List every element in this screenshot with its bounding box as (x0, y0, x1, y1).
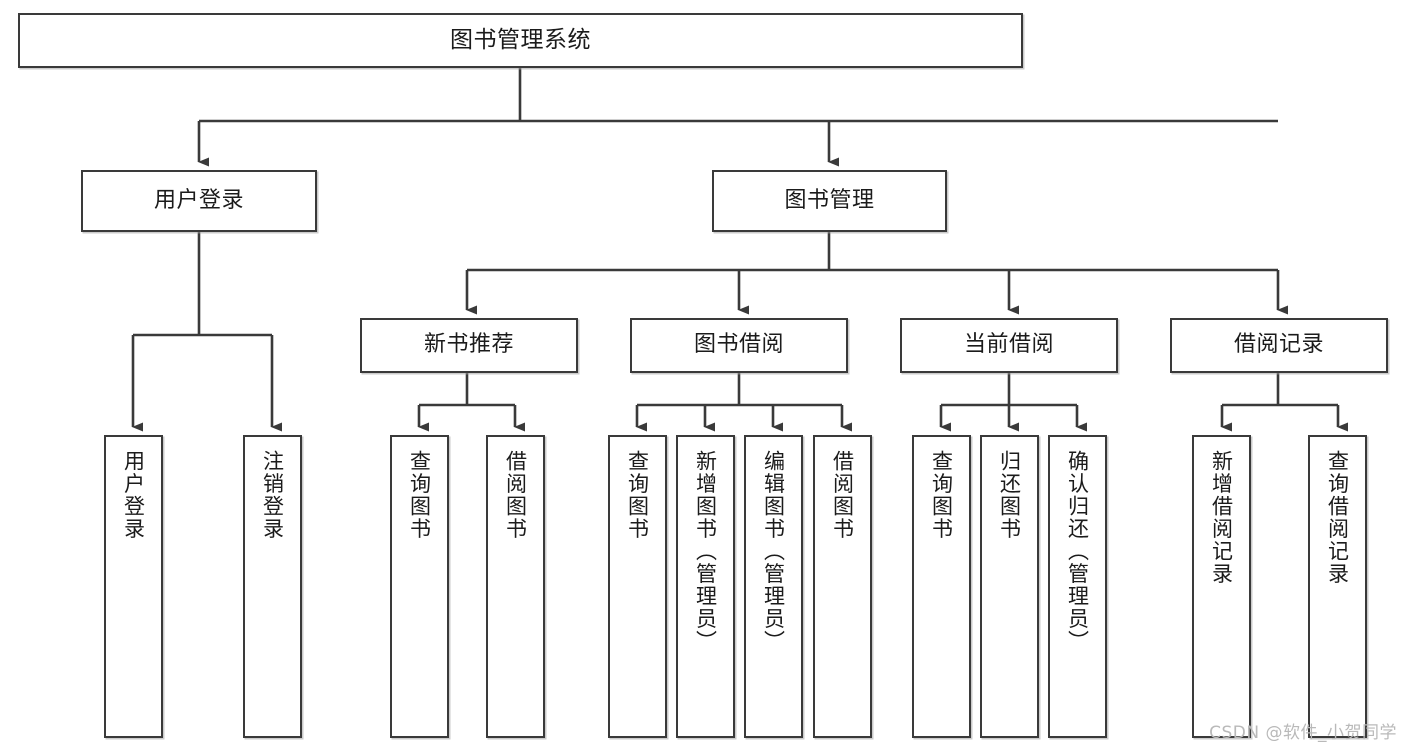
node-leaf-edit-book[interactable]: 编辑图书（管理员） (744, 435, 803, 738)
node-leaf-query-book-3-label: 查询图书 (929, 450, 954, 540)
node-borrow-record[interactable]: 借阅记录 (1170, 318, 1388, 373)
node-leaf-borrow-book-1-label: 借阅图书 (503, 450, 528, 540)
node-leaf-confirm-return[interactable]: 确认归还（管理员） (1048, 435, 1107, 738)
node-leaf-query-book-3[interactable]: 查询图书 (912, 435, 971, 738)
node-leaf-edit-book-label: 编辑图书（管理员） (761, 450, 786, 653)
node-new-book-recommend[interactable]: 新书推荐 (360, 318, 578, 373)
node-book-management-label: 图书管理 (784, 187, 875, 213)
node-new-book-recommend-label: 新书推荐 (423, 332, 514, 358)
node-book-management[interactable]: 图书管理 (712, 170, 947, 232)
node-leaf-return-book[interactable]: 归还图书 (980, 435, 1039, 738)
node-leaf-add-book-label: 新增图书（管理员） (693, 450, 718, 653)
node-current-borrow-label: 当前借阅 (963, 332, 1054, 358)
node-leaf-query-book-2[interactable]: 查询图书 (608, 435, 667, 738)
node-book-borrow[interactable]: 图书借阅 (630, 318, 848, 373)
node-leaf-user-login-label: 用户登录 (121, 450, 146, 540)
node-leaf-borrow-book-1[interactable]: 借阅图书 (486, 435, 545, 738)
node-root-label: 图书管理系统 (450, 26, 591, 53)
node-leaf-query-book-2-label: 查询图书 (625, 450, 650, 540)
node-leaf-confirm-return-label: 确认归还（管理员） (1065, 450, 1090, 653)
node-leaf-query-book-1-label: 查询图书 (407, 450, 432, 540)
node-leaf-user-logout[interactable]: 注销登录 (243, 435, 302, 738)
node-book-borrow-label: 图书借阅 (693, 332, 784, 358)
node-borrow-record-label: 借阅记录 (1233, 332, 1324, 358)
node-user-login[interactable]: 用户登录 (81, 170, 317, 232)
node-leaf-borrow-book-2-label: 借阅图书 (830, 450, 855, 540)
node-root[interactable]: 图书管理系统 (18, 13, 1023, 68)
node-user-login-label: 用户登录 (153, 187, 244, 213)
node-leaf-query-book-1[interactable]: 查询图书 (390, 435, 449, 738)
node-leaf-query-record[interactable]: 查询借阅记录 (1308, 435, 1367, 738)
node-leaf-add-book[interactable]: 新增图书（管理员） (676, 435, 735, 738)
node-leaf-add-record-label: 新增借阅记录 (1209, 450, 1234, 585)
node-leaf-add-record[interactable]: 新增借阅记录 (1192, 435, 1251, 738)
node-leaf-query-record-label: 查询借阅记录 (1325, 450, 1350, 585)
node-leaf-borrow-book-2[interactable]: 借阅图书 (813, 435, 872, 738)
node-leaf-return-book-label: 归还图书 (997, 450, 1022, 540)
node-current-borrow[interactable]: 当前借阅 (900, 318, 1118, 373)
node-leaf-user-logout-label: 注销登录 (260, 450, 285, 540)
node-leaf-user-login[interactable]: 用户登录 (104, 435, 163, 738)
watermark-text: CSDN @软件_小贺同学 (1209, 723, 1397, 743)
